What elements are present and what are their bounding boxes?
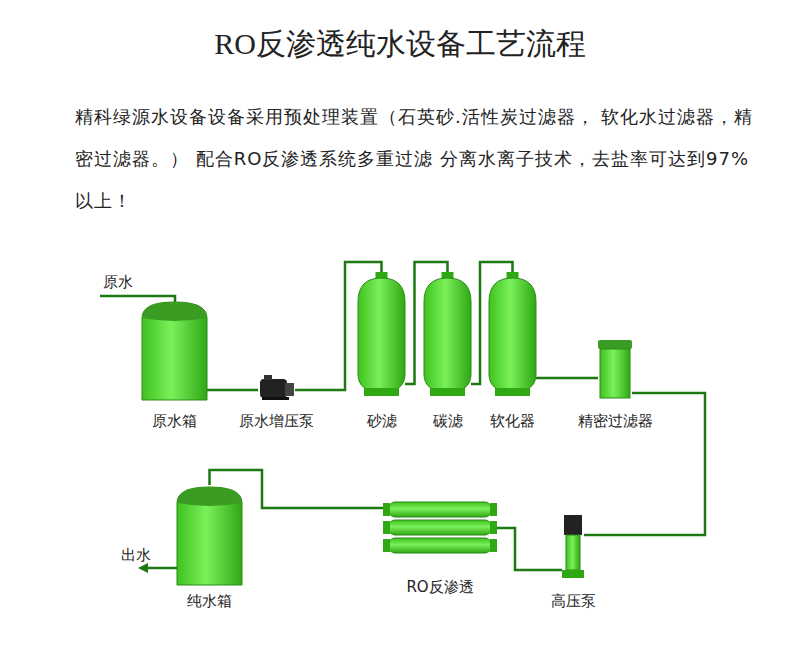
equipment-label: 原水增压泵: [239, 412, 314, 431]
pipe-line: [497, 528, 562, 570]
water-pipe: [536, 378, 598, 379]
intro-text: 精科绿源水设备设备采用预处理装置（石英砂.活性炭过滤器， 软化水过滤器，精密过滤…: [75, 96, 755, 222]
equipment-shape: [142, 300, 207, 400]
ro-membrane: RO反渗透: [383, 500, 497, 556]
high-pressure-pump: 高压泵: [562, 515, 584, 578]
equipment-shape: [177, 485, 242, 585]
water-pipe: [207, 390, 258, 391]
equipment-label: 纯水箱: [187, 592, 232, 611]
pipe-line: [536, 377, 598, 380]
precision-filter: 精密过滤器: [598, 340, 632, 398]
equipment-shape: [489, 272, 536, 396]
equipment-label: RO反渗透: [406, 578, 473, 597]
equipment-label: 软化器: [490, 412, 535, 431]
pure-water-tank: 纯水箱: [177, 485, 242, 585]
equipment-shape: [258, 375, 295, 400]
equipment-shape: [598, 340, 632, 398]
equipment-label: 原水箱: [152, 412, 197, 431]
equipment-label: 碳滤: [433, 412, 463, 431]
equipment-shape: [424, 272, 471, 396]
sand-filter: 砂滤: [358, 272, 405, 396]
flow-label: 出水: [121, 546, 151, 565]
equipment-shape: [383, 500, 497, 556]
outlet-arrowhead: [138, 563, 148, 573]
equipment-shape: [562, 515, 584, 578]
equipment-shape: [358, 272, 405, 396]
flow-label: 原水: [103, 273, 133, 292]
outlet-pipe: [146, 567, 180, 570]
equipment-label: 精密过滤器: [578, 412, 653, 431]
water-pipe: [497, 528, 562, 570]
booster-pump: 原水增压泵: [258, 375, 295, 400]
softener: 软化器: [489, 272, 536, 396]
carbon-filter: 碳滤: [424, 272, 471, 396]
raw-water-tank: 原水箱: [142, 300, 207, 400]
diagram-title: RO反渗透纯水设备工艺流程: [0, 24, 800, 65]
equipment-label: 高压泵: [551, 592, 596, 611]
equipment-label: 砂滤: [367, 412, 397, 431]
pipe-line: [207, 389, 258, 392]
